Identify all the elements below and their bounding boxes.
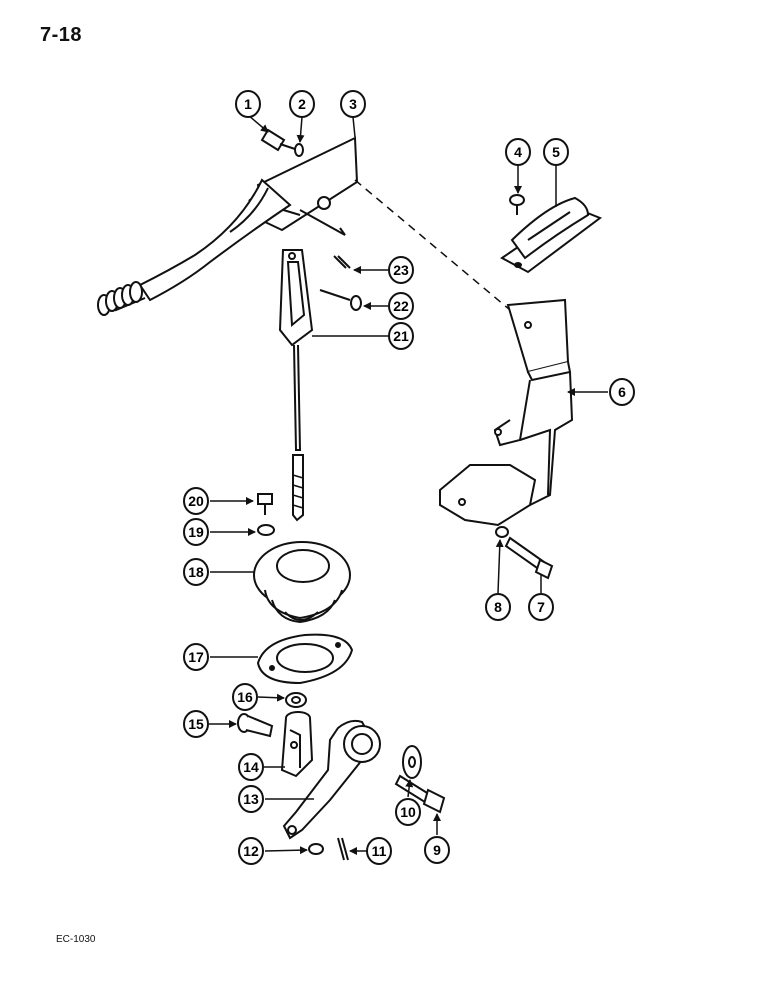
callout-circle (395, 798, 421, 826)
callout-circle (289, 90, 315, 118)
callout-label: 16 (237, 689, 253, 705)
callout-circle (528, 593, 554, 621)
callout-21: 21 (388, 322, 414, 350)
callout-15: 15 (183, 710, 209, 738)
washer-part-2 (294, 143, 304, 157)
callout-circle (340, 90, 366, 118)
callout-label: 6 (618, 384, 626, 400)
callout-circle (388, 292, 414, 320)
leader-lines (209, 114, 608, 855)
page-number: 7-18 (40, 24, 83, 46)
callout-circle (183, 558, 209, 586)
gasket-part-17 (256, 633, 354, 685)
washer-part-10 (402, 745, 422, 779)
callout-circle (235, 90, 261, 118)
callout-label: 7 (537, 599, 545, 615)
callout-circle (238, 753, 264, 781)
callout-11: 11 (366, 837, 392, 865)
callout-circle (424, 836, 450, 864)
callout-label: 4 (514, 144, 522, 160)
callout-circle (543, 138, 569, 166)
callout-label: 20 (188, 493, 204, 509)
nut-part-16 (285, 692, 307, 708)
callout-23: 23 (388, 256, 414, 284)
bolt-part-7 (504, 536, 554, 580)
callout-label: 22 (393, 298, 409, 314)
clevis-part-14 (280, 711, 314, 778)
callout-9: 9 (424, 836, 450, 864)
pin-part-22 (319, 289, 362, 311)
lever-arm-part-13 (282, 719, 381, 840)
figure-reference-code: EC-1030 (56, 934, 96, 945)
callout-14: 14 (238, 753, 264, 781)
callout-16: 16 (232, 683, 258, 711)
callout-label: 9 (433, 842, 441, 858)
washer-part-8 (495, 526, 509, 538)
callout-label: 17 (188, 649, 204, 665)
callout-label: 8 (494, 599, 502, 615)
callout-circle (609, 378, 635, 406)
washer-part-12 (308, 843, 324, 855)
dust-boot-part-18 (253, 541, 351, 624)
callout-7: 7 (528, 593, 554, 621)
callout-3: 3 (340, 90, 366, 118)
callout-circle (238, 785, 264, 813)
callout-label: 19 (188, 524, 204, 540)
callout-label: 15 (188, 716, 204, 732)
callout-circle (388, 322, 414, 350)
callout-circle (388, 256, 414, 284)
callout-circle (485, 593, 511, 621)
cotter-pin-part-23 (333, 255, 351, 269)
cotter-pin-part-11 (337, 837, 349, 861)
screw-part-4 (509, 194, 525, 215)
callout-17: 17 (183, 643, 209, 671)
callout-label: 21 (393, 328, 409, 344)
callout-label: 12 (243, 843, 259, 859)
callout-2: 2 (289, 90, 315, 118)
pin-part-15 (237, 713, 274, 738)
callout-5: 5 (543, 138, 569, 166)
callout-22: 22 (388, 292, 414, 320)
callout-label: 11 (372, 843, 387, 859)
bracket-part-6 (439, 298, 574, 527)
callout-circle (183, 710, 209, 738)
callout-8: 8 (485, 593, 511, 621)
mounting-plate-lever-assembly (97, 136, 359, 316)
callout-12: 12 (238, 837, 264, 865)
callout-label: 14 (243, 759, 259, 775)
callout-18: 18 (183, 558, 209, 586)
bolt-part-1 (260, 128, 299, 152)
bolt-part-9 (394, 774, 446, 814)
callout-circle (183, 518, 209, 546)
callout-label: 1 (244, 96, 252, 112)
washer-part-19 (257, 524, 275, 536)
callout-circle (183, 487, 209, 515)
callout-label: 3 (349, 96, 357, 112)
bolt-part-20 (257, 493, 273, 515)
callout-circle (505, 138, 531, 166)
callout-4: 4 (505, 138, 531, 166)
callout-19: 19 (183, 518, 209, 546)
callout-13: 13 (238, 785, 264, 813)
callout-10: 10 (395, 798, 421, 826)
clevis-rod-part-21 (278, 249, 314, 522)
callout-circle (238, 837, 264, 865)
callout-circle (366, 837, 392, 865)
callout-20: 20 (183, 487, 209, 515)
callout-label: 2 (298, 96, 306, 112)
callout-label: 5 (552, 144, 560, 160)
alignment-dashed-line (354, 179, 511, 311)
callout-label: 23 (393, 262, 409, 278)
callout-label: 13 (243, 791, 259, 807)
boot-part-5 (500, 196, 603, 274)
callout-1: 1 (235, 90, 261, 118)
callout-circle (232, 683, 258, 711)
callout-6: 6 (609, 378, 635, 406)
callout-label: 18 (188, 564, 204, 580)
callout-label: 10 (400, 804, 416, 820)
callout-circle (183, 643, 209, 671)
